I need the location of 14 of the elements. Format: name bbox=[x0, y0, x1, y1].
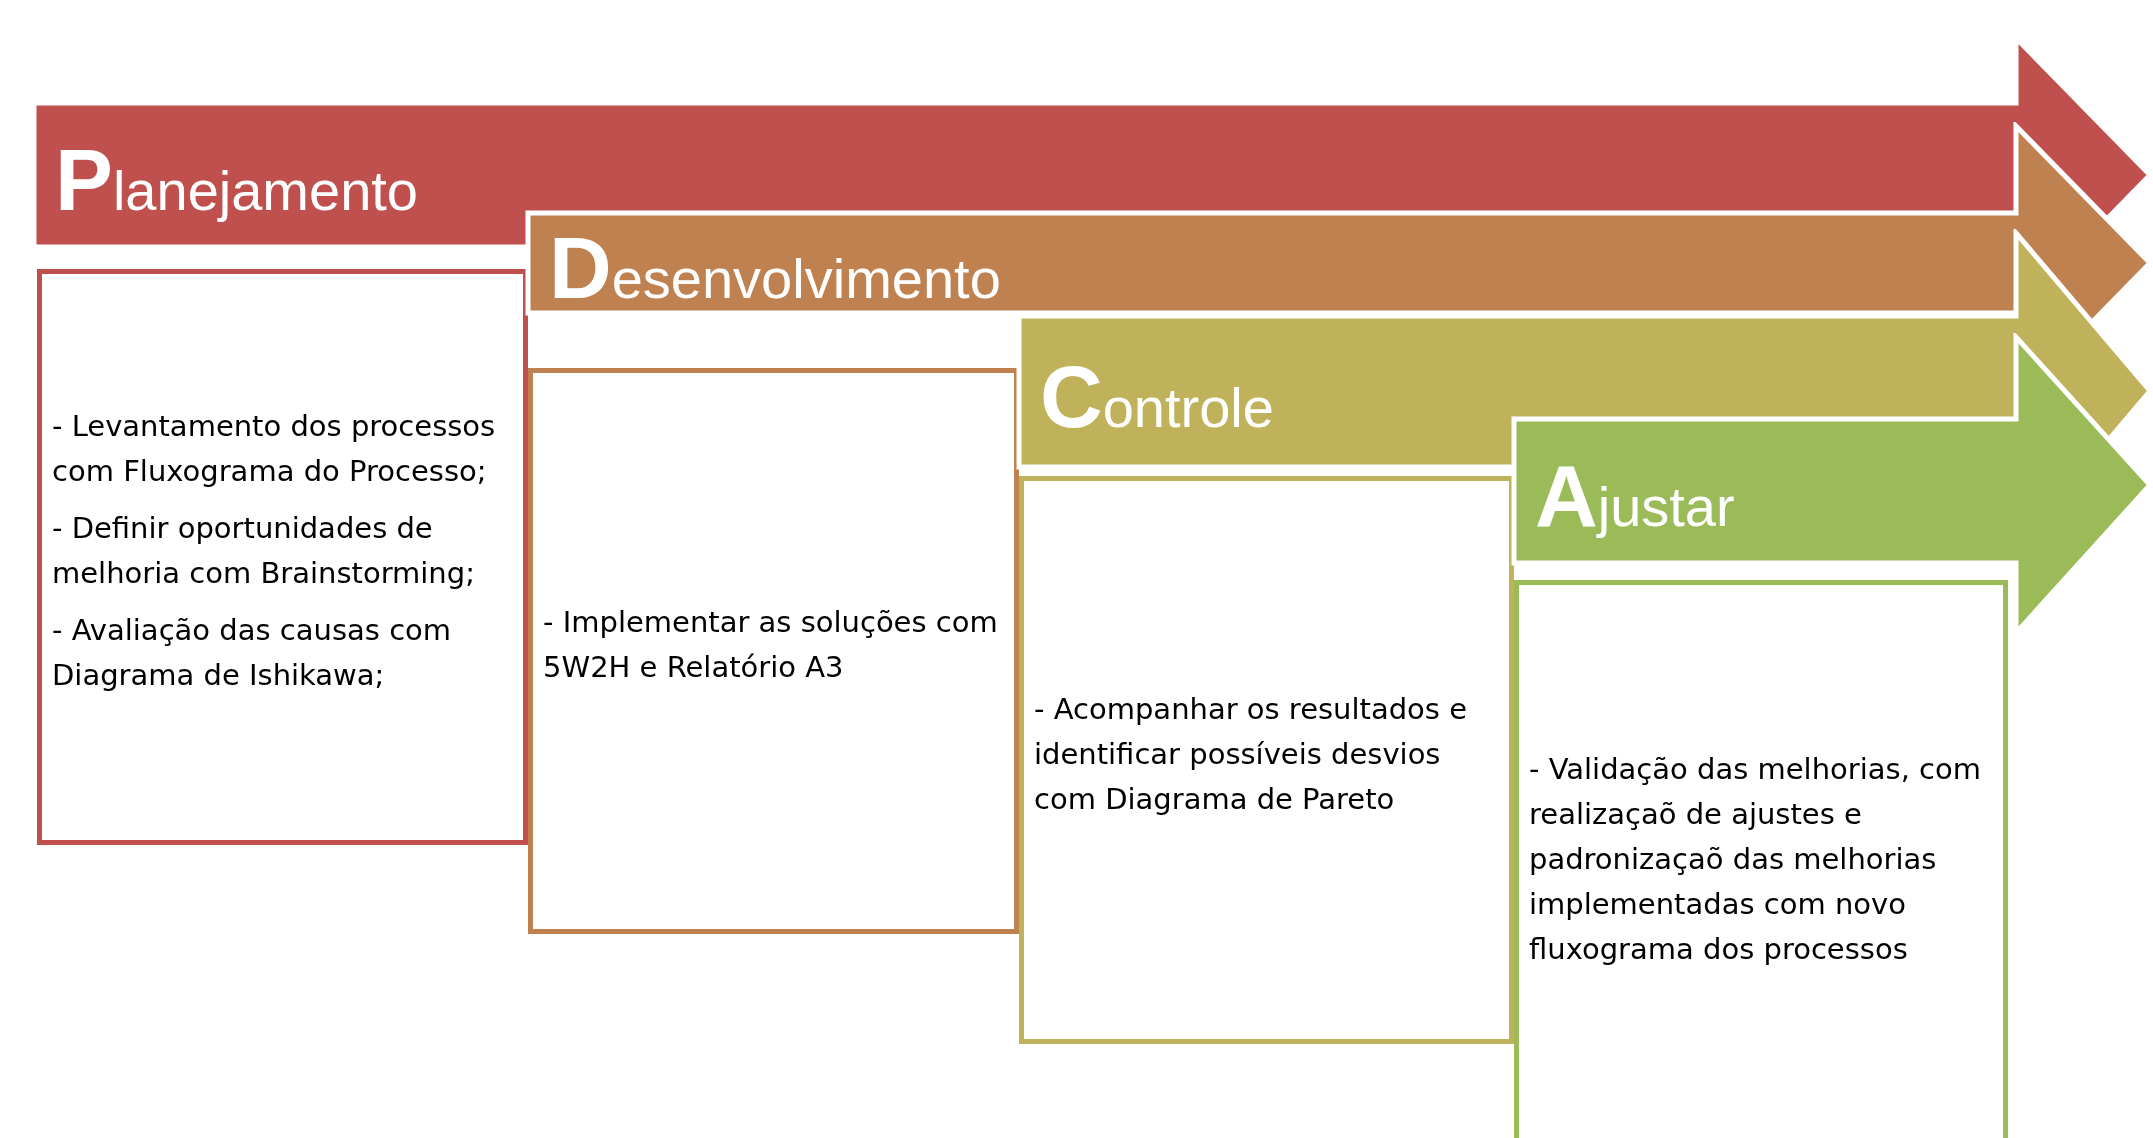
bullet-text: - Implementar as soluções com 5W2H e Relatório A3 bbox=[543, 604, 999, 686]
text-box bbox=[1514, 580, 2008, 1138]
phase-title: Controle bbox=[1040, 353, 1274, 441]
bullet-text: - Avaliação das causas com Diagrama de Ishikawa; bbox=[52, 612, 453, 694]
text-box bbox=[528, 368, 1019, 934]
text-box bbox=[37, 269, 528, 845]
phase-title: Ajustar bbox=[1535, 453, 1735, 540]
bullet-text: - Validação das melhorias, com realizaçaõ de ajustes e padronizaçaõ das melhorias implementadas com novo fluxograma dos processos bbox=[1529, 750, 1983, 968]
phase-title: Desenvolvimento bbox=[549, 225, 1001, 312]
text-box bbox=[1019, 476, 1514, 1044]
bullet-text: - Acompanhar os resultados e identificar possíveis desvios com Diagrama de Pareto bbox=[1034, 690, 1468, 818]
bullet-text: - Definir oportunidades de melhoria com Brainstorming; bbox=[52, 510, 476, 592]
phase-title: Planejamento bbox=[55, 137, 418, 224]
bullet-text: - Levantamento dos processos com Fluxograma do Processo; bbox=[52, 408, 497, 490]
